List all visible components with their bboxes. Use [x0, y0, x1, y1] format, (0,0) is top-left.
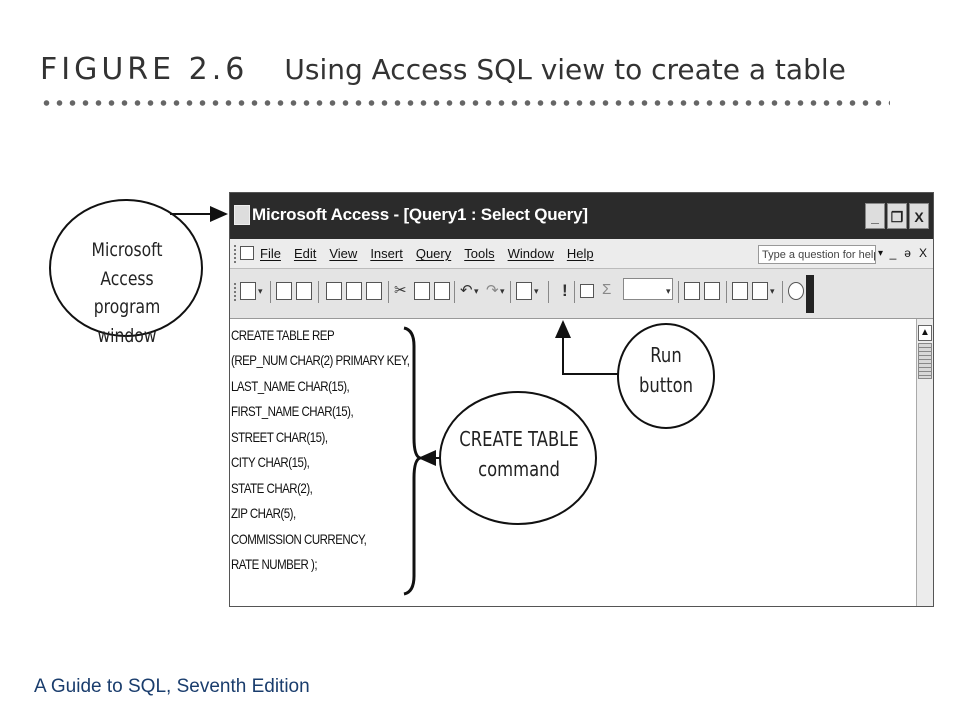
search-icon[interactable] [296, 282, 312, 300]
print-icon[interactable] [326, 282, 342, 300]
dotted-rule [40, 98, 890, 108]
totals-icon[interactable]: Σ [602, 281, 612, 298]
toolbar-grip-icon[interactable] [234, 283, 239, 301]
run-icon[interactable]: ! [562, 281, 568, 300]
query-type-icon[interactable] [516, 282, 532, 300]
figure-number: FIGURE 2.6 [40, 52, 249, 87]
query-toolbar: ▾ ✂ ↶ ▾ ↷ ▾ ▾ ! Σ ▾ ▾ [230, 269, 933, 319]
toolbar-separator [454, 281, 455, 303]
chevron-down-icon[interactable]: ▾ [258, 286, 263, 296]
callout-line: command [478, 457, 560, 481]
toolbar-separator [388, 281, 389, 303]
callout-line: Microsoft Access [91, 239, 163, 290]
toolbar-separator [678, 281, 679, 303]
sql-line: COMMISSION CURRENCY, [231, 531, 367, 547]
sql-line: ZIP CHAR(5), [231, 505, 296, 521]
sql-line: LAST_NAME CHAR(15), [231, 378, 350, 394]
menu-query[interactable]: Query [415, 246, 452, 261]
access-window: Microsoft Access - [Query1 : Select Quer… [229, 192, 934, 607]
chevron-down-icon[interactable]: ▾ [534, 286, 539, 296]
chevron-down-icon[interactable]: ▾ [666, 286, 671, 296]
scroll-up-icon[interactable]: ▲ [918, 325, 932, 341]
menu-tools[interactable]: Tools [464, 246, 495, 261]
sql-line: FIRST_NAME CHAR(15), [231, 403, 354, 419]
sql-line: STATE CHAR(2), [231, 480, 313, 496]
toolbar-separator [574, 281, 575, 303]
top-values-combo[interactable] [623, 278, 673, 300]
paste-icon[interactable] [434, 282, 450, 300]
sql-line: STREET CHAR(15), [231, 429, 328, 445]
menu-insert[interactable]: Insert [370, 246, 403, 261]
sql-line: RATE NUMBER ); [231, 556, 318, 572]
menu-bar: File Edit View Insert Query Tools Window… [230, 239, 933, 269]
toolbar-separator [782, 281, 783, 303]
help-search-input[interactable]: Type a question for help [758, 245, 876, 264]
sql-line: CITY CHAR(15), [231, 454, 310, 470]
cut-icon[interactable]: ✂ [394, 282, 407, 299]
show-table-icon[interactable] [580, 284, 594, 298]
toolbar-separator [548, 281, 549, 303]
doc-restore-button[interactable]: ə [904, 246, 911, 260]
redo-icon[interactable]: ↷ [486, 282, 499, 299]
sql-line: CREATE TABLE REP [231, 327, 335, 343]
title-bar[interactable]: Microsoft Access - [Query1 : Select Quer… [230, 193, 933, 239]
access-app-icon[interactable] [234, 205, 250, 225]
help-icon[interactable] [788, 282, 804, 300]
print-preview-icon[interactable] [346, 282, 362, 300]
footer-citation: A Guide to SQL, Seventh Edition [34, 676, 310, 697]
properties-icon[interactable] [684, 282, 700, 300]
menu-help[interactable]: Help [566, 246, 594, 261]
toolbar-separator [510, 281, 511, 303]
database-window-icon[interactable] [732, 282, 748, 300]
callout-line: CREATE TABLE [459, 427, 579, 451]
toolbar-separator [270, 281, 271, 303]
doc-minimize-button[interactable]: _ [889, 246, 897, 260]
program-window-callout: Microsoft Access program window [66, 236, 189, 350]
sql-line: (REP_NUM CHAR(2) PRIMARY KEY, [231, 352, 410, 368]
callout-line: program window [93, 296, 161, 347]
view-icon[interactable] [240, 282, 256, 300]
menu-view[interactable]: View [329, 246, 358, 261]
chevron-down-icon[interactable]: ▾ [878, 248, 884, 259]
callout-line: button [638, 373, 694, 397]
toolbar-separator [726, 281, 727, 303]
create-table-callout: CREATE TABLE command [458, 424, 581, 484]
callout-line: Run [650, 343, 682, 367]
chevron-down-icon[interactable]: ▾ [500, 286, 505, 296]
close-button[interactable]: X [909, 203, 929, 229]
minimize-button[interactable]: _ [865, 203, 885, 229]
menu-edit[interactable]: Edit [293, 246, 317, 261]
figure-caption: Using Access SQL view to create a table [284, 53, 846, 86]
new-object-icon[interactable] [752, 282, 768, 300]
chevron-down-icon[interactable]: ▾ [770, 286, 775, 296]
spelling-icon[interactable] [366, 282, 382, 300]
scroll-thumb[interactable] [918, 343, 932, 379]
menubar-grip-icon[interactable] [234, 245, 239, 263]
vertical-scrollbar[interactable]: ▲ [916, 319, 933, 606]
toolbar-separator [318, 281, 319, 303]
doc-close-button[interactable]: X [918, 246, 927, 260]
run-button-callout: Run button [628, 340, 703, 400]
figure-heading: FIGURE 2.6 Using Access SQL view to crea… [40, 52, 846, 92]
menu-file[interactable]: File [260, 246, 281, 261]
build-icon[interactable] [704, 282, 720, 300]
menu-window[interactable]: Window [507, 246, 554, 261]
toolbar-overflow-icon[interactable] [806, 275, 814, 313]
document-icon[interactable] [240, 246, 254, 260]
window-title: Microsoft Access - [Query1 : Select Quer… [252, 205, 588, 224]
copy-icon[interactable] [414, 282, 430, 300]
chevron-down-icon[interactable]: ▾ [474, 286, 479, 296]
save-icon[interactable] [276, 282, 292, 300]
undo-icon[interactable]: ↶ [460, 282, 473, 299]
maximize-button[interactable]: ❐ [887, 203, 907, 229]
